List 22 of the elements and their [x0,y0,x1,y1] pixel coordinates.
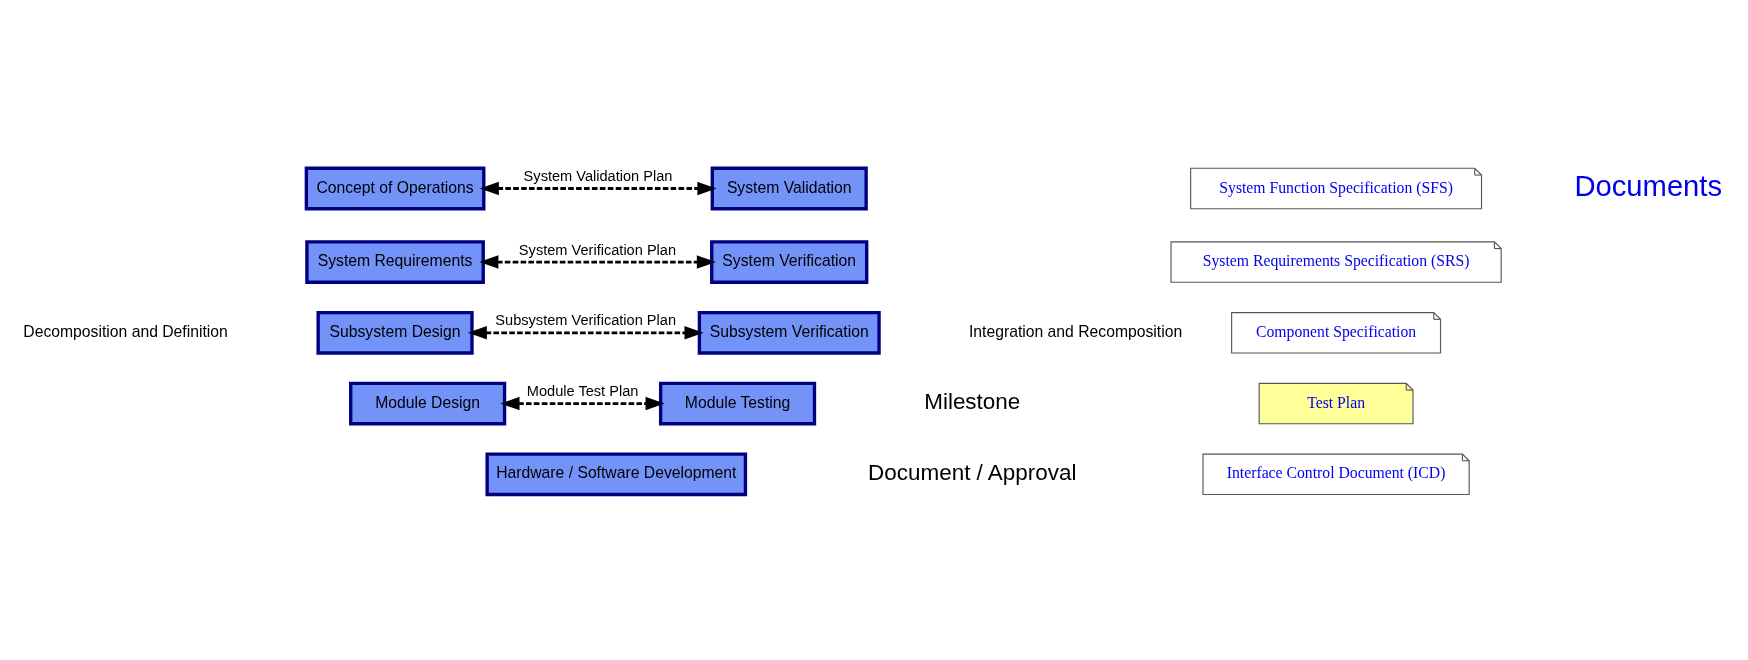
node-box: Hardware / Software Development [485,452,748,497]
node-box: Module Design [349,381,507,426]
label: Documents [1574,169,1723,202]
edge-label: System Validation Plan [523,168,673,185]
arrow [479,181,717,196]
node-box: Module Testing [658,381,817,426]
node-box: System Requirements [305,240,485,284]
label: Decomposition and Definition [23,322,228,340]
edge-label: System Verification Plan [518,241,677,258]
arrow [467,326,704,340]
arrow [500,396,665,411]
arrow [479,255,716,269]
node-box: System Verification [710,240,869,284]
edge-label: Subsystem Verification Plan [495,312,677,329]
label: Milestone [924,389,1021,415]
node-box: Subsystem Verification [697,310,881,355]
label: Integration and Recomposition [968,322,1183,340]
edge-label: Module Test Plan [526,383,639,400]
node-box: Concept of Operations [304,166,486,211]
label: Document / Approval [868,459,1077,485]
node-box: System Validation [710,166,868,211]
node-box: Subsystem Design [316,310,474,355]
